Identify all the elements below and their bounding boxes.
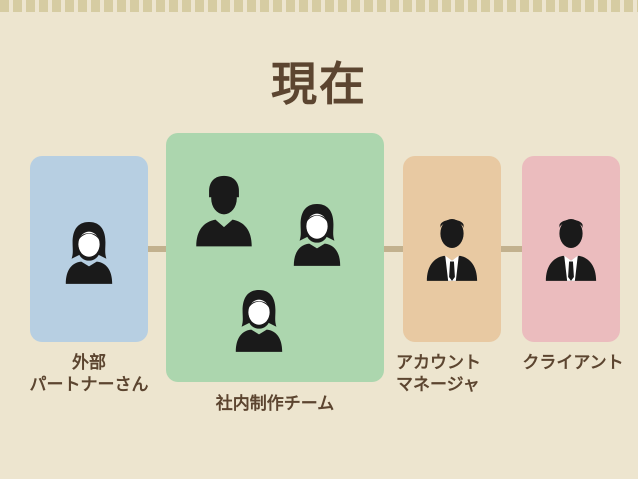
label-client: クライアント bbox=[522, 353, 624, 373]
man-icon bbox=[192, 171, 256, 247]
label-external-partner: 外部 パートナーさん bbox=[29, 353, 149, 395]
woman-icon bbox=[230, 283, 288, 353]
slide-title: 現在 bbox=[271, 57, 367, 111]
label-account-manager: アカウント マネージャ bbox=[396, 353, 481, 395]
connector-internal-account bbox=[383, 246, 405, 252]
businessman-icon bbox=[423, 212, 481, 282]
node-internal-team bbox=[166, 133, 384, 382]
woman-icon bbox=[60, 216, 118, 284]
businessman-icon bbox=[542, 212, 600, 282]
node-external-partner bbox=[30, 156, 148, 342]
woman-icon bbox=[288, 197, 346, 267]
node-account-manager bbox=[403, 156, 501, 342]
connector-account-client bbox=[500, 246, 524, 252]
label-internal-team: 社内制作チーム bbox=[215, 394, 335, 414]
connector-external-internal bbox=[146, 246, 168, 252]
top-decorative-stripe bbox=[0, 0, 638, 12]
node-client bbox=[522, 156, 620, 342]
